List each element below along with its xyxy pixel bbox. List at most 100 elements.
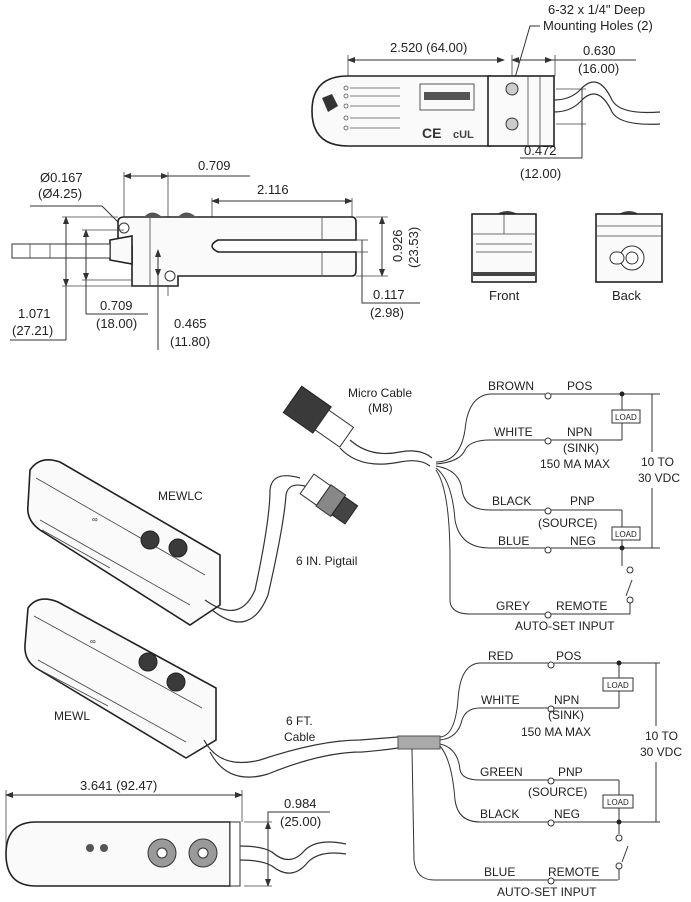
logo-icon	[322, 94, 338, 112]
hole-dia-mm: (Ø4.25)	[38, 186, 82, 201]
mounting-note-line2: Mounting Holes (2)	[543, 18, 653, 33]
slot-width-mm: (2.98)	[370, 305, 404, 320]
wire-black	[435, 465, 545, 511]
mewlc-body	[26, 459, 221, 626]
wire-function: REMOTE	[556, 599, 607, 613]
mewl-wiring-diagram: LOAD LOAD RED POS WHITE NPN (SINK) 150 M…	[397, 649, 684, 899]
bottom-width-in: 0.984	[284, 796, 317, 811]
mounting-note-leader	[511, 25, 540, 89]
wire-red	[439, 662, 548, 738]
end-width-in: 0.630	[583, 43, 616, 58]
top-cable	[553, 81, 661, 114]
mewl-cable-edge	[209, 747, 399, 778]
hole-offset-mm: (11.80)	[170, 334, 210, 349]
button-icon	[138, 652, 158, 672]
wire-brown	[435, 393, 545, 463]
inner-in: 0.709	[100, 298, 133, 313]
load-label: LOAD	[615, 530, 637, 539]
switch-icon	[626, 566, 634, 574]
infinity-logo-icon: ∞	[90, 637, 96, 646]
wire-function: REMOTE	[548, 865, 599, 879]
height-mm: (23.53)	[406, 227, 421, 268]
micro-cable-edge	[349, 439, 433, 459]
current-note: 150 MA MAX	[540, 457, 610, 471]
switch-contact	[615, 862, 623, 870]
switch-contact	[626, 596, 634, 604]
remote-note: AUTO-SET INPUT	[515, 619, 615, 633]
load-box	[611, 526, 641, 541]
bottom-cable	[239, 841, 347, 861]
infinity-logo-icon: ∞	[92, 515, 98, 524]
back-view-body	[595, 213, 663, 283]
end-width-mm: (16.00)	[578, 61, 619, 76]
mounting-hole-icon	[164, 270, 176, 282]
mewlc-wiring-diagram: LOAD LOAD BROWN POS WHITE NPN (SINK) 150…	[435, 379, 680, 633]
npn-note: (SINK)	[563, 441, 599, 455]
top-offset-dimension: 0.709	[198, 158, 231, 173]
front-label: Front	[489, 288, 520, 303]
load-box	[611, 409, 641, 424]
label-plate	[419, 83, 475, 111]
bottom-cable-edge	[239, 852, 347, 874]
junction-dot	[619, 391, 625, 397]
inner-mm: (18.00)	[96, 316, 137, 331]
mewlc-model-label: MEWLC	[158, 489, 203, 503]
wire-color: BLACK	[492, 494, 531, 508]
slot-edge	[41, 529, 111, 569]
mewlc-sensor: ∞ MEWLC 6 IN. Pigtail	[26, 459, 359, 626]
button-icon	[166, 672, 186, 692]
wire-function: NEG	[570, 534, 596, 548]
load-box	[602, 794, 634, 809]
hole-spacing-mm: (12.00)	[520, 166, 561, 181]
cable-label-line1: 6 FT.	[286, 714, 313, 728]
m8-male-connector	[299, 473, 359, 525]
cable-strain-relief	[109, 235, 133, 265]
side-view: Ø0.167 (Ø4.25) 0.709 2.116 1.071	[10, 158, 421, 350]
wire-color: BROWN	[488, 379, 534, 393]
m8-micro-cable: Micro Cable (M8)	[282, 385, 433, 467]
slot-length-dimension: 2.116	[257, 182, 289, 197]
supply-line2: 30 VDC	[638, 471, 680, 485]
slot-edge	[39, 669, 109, 707]
micro-cable	[339, 447, 431, 467]
bottom-length-dimension: 3.641 (92.47)	[80, 778, 157, 793]
pnp-note: (SOURCE)	[528, 785, 587, 799]
mounting-hole-icon	[505, 117, 519, 131]
bottom-view: 3.641 (92.47) 0.984 (25.00)	[5, 778, 347, 887]
load-box	[602, 677, 634, 692]
wire-white	[435, 439, 545, 465]
hole-dia-in: Ø0.167	[40, 170, 83, 185]
terminal-icons	[544, 392, 552, 619]
ul-mark-icon: cUL	[453, 129, 474, 141]
npn-note: (SINK)	[548, 708, 584, 722]
connector-tab	[609, 251, 625, 265]
hole-offset-in: 0.465	[174, 316, 207, 331]
wire-function: PNP	[570, 494, 595, 508]
m8-female-connector	[282, 385, 355, 448]
mounting-hole-icon	[118, 222, 130, 234]
mounting-hole-icon	[505, 82, 519, 96]
wire-color: BLUE	[484, 865, 515, 879]
switch-blade	[621, 845, 629, 863]
body-edge	[39, 519, 191, 606]
wire-white	[439, 707, 548, 741]
back-view: Back	[595, 211, 663, 303]
ce-mark-icon: CE	[422, 125, 441, 141]
switch-blade	[625, 579, 633, 597]
pigtail-label: 6 IN. Pigtail	[296, 554, 357, 568]
mounting-note-line1: 6-32 x 1/4" Deep	[548, 2, 645, 17]
pnp-note: (SOURCE)	[538, 516, 597, 530]
supply-line1: 10 TO	[641, 455, 674, 469]
wire-function: POS	[556, 649, 581, 663]
mewl-model-label: MEWL	[54, 709, 90, 723]
slot-width-in: 0.117	[373, 287, 405, 302]
wire-grey	[435, 469, 546, 615]
overall-in: 1.071	[18, 306, 51, 321]
body-band	[473, 272, 535, 276]
wire-black	[439, 745, 548, 823]
remote-note: AUTO-SET INPUT	[497, 885, 597, 899]
load-label: LOAD	[615, 413, 637, 422]
wire-color: BLUE	[498, 534, 529, 548]
barcode	[424, 92, 470, 100]
supply-line1: 10 TO	[645, 729, 678, 743]
